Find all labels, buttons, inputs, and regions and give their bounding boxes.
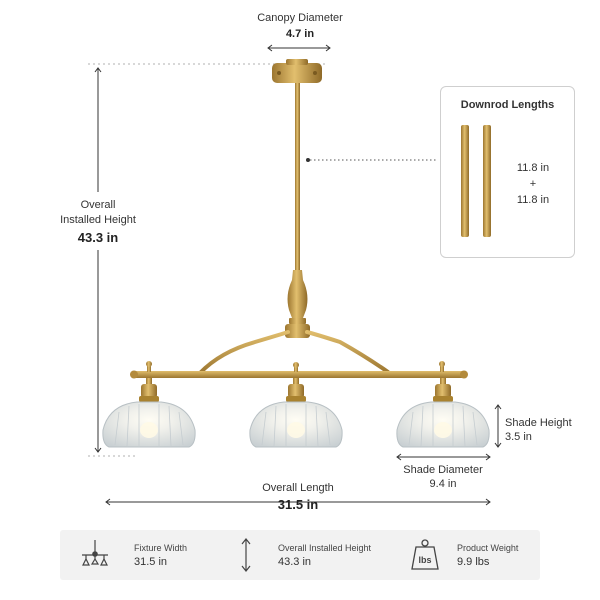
overall-height-label-line2: Installed Height <box>60 214 136 226</box>
shade-diameter-value: 9.4 in <box>429 478 457 490</box>
pendant-left <box>102 378 196 448</box>
downrod-plus: + <box>529 178 537 190</box>
spec-fixture-width-label: Fixture Width <box>134 543 188 553</box>
spec-weight-value: 9.9 lbs <box>457 556 490 568</box>
weight-icon <box>411 539 439 570</box>
downrod-callout-connector <box>306 158 438 162</box>
downrod-second-value: 11.8 in <box>516 194 550 206</box>
downrod <box>295 83 300 271</box>
spec-summary-bar: Fixture Width 31.5 in Overall Installed … <box>60 530 540 580</box>
pendant-right <box>396 378 490 448</box>
downrod-title: Downrod Lengths <box>460 99 555 111</box>
downrod-first-value: 11.8 in <box>516 162 550 174</box>
canopy-diameter-label: Canopy Diameter <box>257 12 343 24</box>
spec-weight-label: Product Weight <box>457 543 519 553</box>
shade-diameter-arrow <box>396 453 491 461</box>
overall-height-arrow <box>94 67 102 453</box>
overall-length-label: Overall Length <box>262 482 334 494</box>
overall-height-value: 43.3 in <box>77 230 119 245</box>
shade-height-value: 3.5 in <box>505 431 532 443</box>
downrod-segment-1 <box>461 125 469 237</box>
shade-height-arrow <box>494 404 502 448</box>
overall-height-label-line1: Overall <box>80 199 116 211</box>
downrod-callout: Downrod Lengths 11.8 in + 11.8 in <box>440 86 575 258</box>
shade-height-label: Shade Height <box>505 417 572 429</box>
pendant-center <box>249 378 343 448</box>
fixture-width-icon <box>82 540 108 566</box>
canopy <box>272 59 322 83</box>
canopy-diameter-value: 4.7 in <box>285 28 315 40</box>
overall-length-value: 31.5 in <box>277 497 319 512</box>
shade-diameter-label: Shade Diameter <box>403 464 483 476</box>
horizontal-bar <box>130 370 468 379</box>
canopy-diameter-arrow <box>267 44 331 52</box>
height-arrow-icon <box>241 538 251 572</box>
bar-finials <box>146 361 445 372</box>
spec-height-value: 43.3 in <box>278 556 312 568</box>
spec-height-label: Overall Installed Height <box>278 543 372 553</box>
downrod-illustration <box>461 125 491 237</box>
downrod-segment-2 <box>483 125 491 237</box>
weight-icon-text: lbs <box>418 555 432 565</box>
spec-fixture-width-value: 31.5 in <box>134 556 168 568</box>
arch-arms <box>198 330 390 375</box>
overall-length-arrow <box>105 498 491 506</box>
central-column <box>285 270 310 338</box>
